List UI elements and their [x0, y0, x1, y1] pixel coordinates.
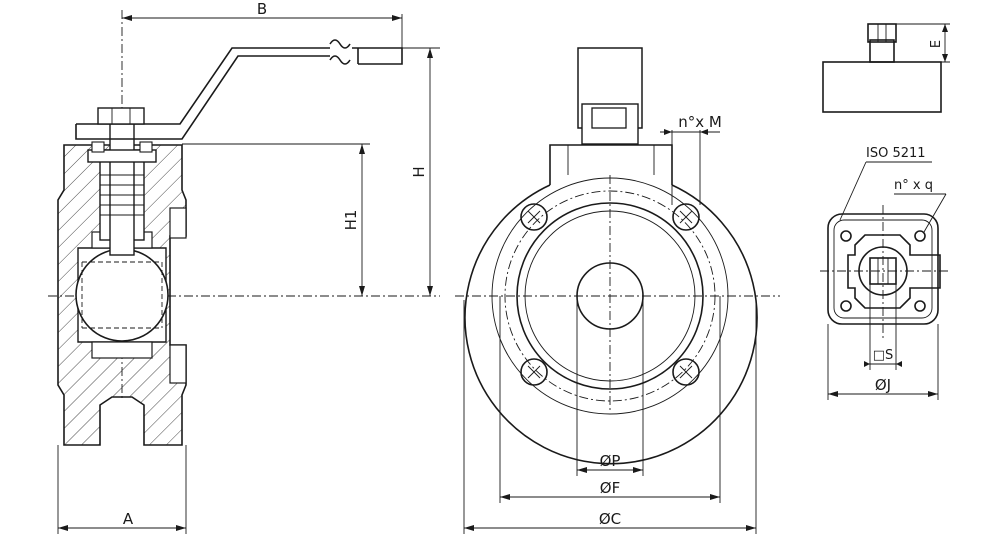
bolt-circle-f	[504, 190, 716, 402]
dim-h1-label: H1	[342, 210, 360, 231]
ball	[75, 248, 169, 342]
top-flange-side-view: E	[822, 23, 950, 113]
dim-nxm-label: n°x M	[678, 113, 722, 131]
dim-j-label: ØJ	[875, 376, 891, 394]
dim-a-label: A	[123, 510, 134, 528]
dim-c-label: ØC	[599, 510, 621, 528]
bolt-holes	[520, 203, 700, 386]
dim-p-label: ØP	[600, 452, 621, 470]
dim-e-label: E	[929, 40, 944, 48]
dim-h-label: H	[410, 166, 428, 177]
nxq-label: n° x q	[894, 178, 933, 193]
dim-b-label: B	[257, 0, 267, 18]
dim-s-label: □S	[873, 348, 894, 363]
side-section-view: B H H1 A	[48, 0, 440, 534]
iso-flange-top-view: ISO 5211 n° x q □S ØJ	[820, 146, 948, 400]
dim-f-label: ØF	[600, 479, 620, 497]
front-view: n°x M ØP ØF ØC	[455, 47, 780, 534]
body-outer-outline	[464, 184, 758, 465]
iso-label: ISO 5211	[866, 146, 926, 161]
